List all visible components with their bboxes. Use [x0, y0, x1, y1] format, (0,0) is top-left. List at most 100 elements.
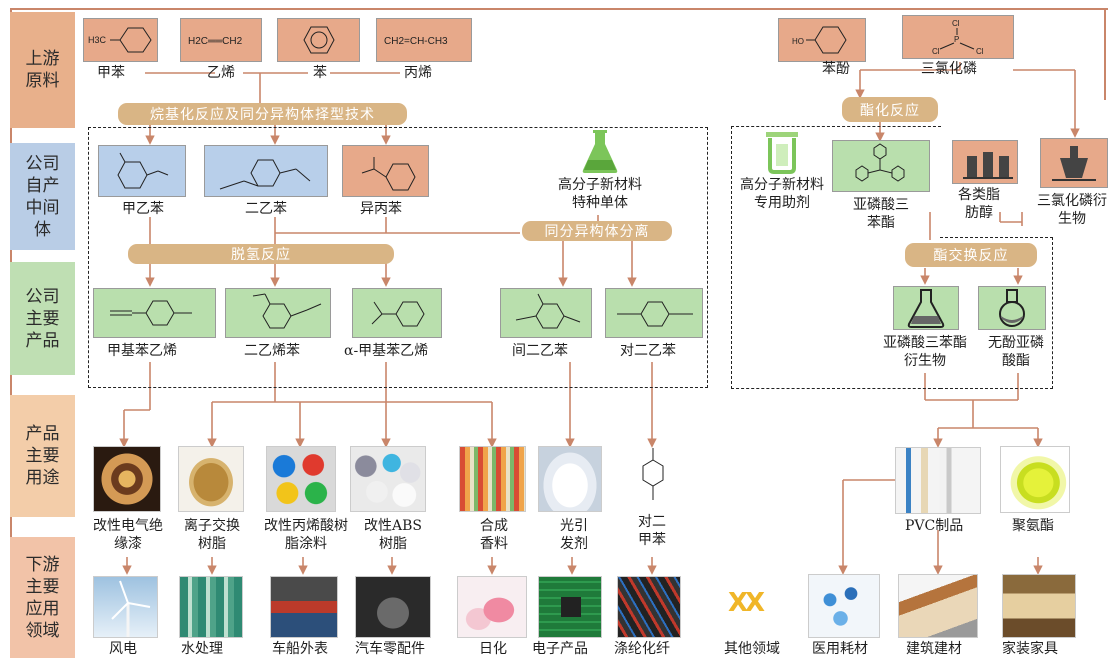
- dvb-structure: [225, 288, 331, 338]
- building-photo: [898, 574, 978, 638]
- tpp-derivatives-label: 亚磷酸三苯酯衍生物: [883, 335, 967, 369]
- stage-intermediate: 公司自产中间体: [10, 143, 75, 250]
- top-border: [10, 8, 1108, 10]
- ethyltoluene-label: 甲乙苯: [122, 201, 164, 217]
- furniture-photo: [1002, 574, 1076, 638]
- benzene-structure: [277, 18, 360, 62]
- beaker-icon: [764, 130, 800, 174]
- stage-upstream-label: 上游原料: [25, 49, 60, 91]
- tpp-label: 亚磷酸三苯酯: [853, 197, 909, 231]
- propylene-formula: CH2=CH-CH3: [384, 36, 448, 47]
- stage-uses-label: 产品主要用途: [25, 424, 60, 488]
- pcl3-p: P: [954, 35, 959, 44]
- insulating-paint-label: 改性电气绝缘漆: [93, 518, 163, 552]
- stage-downstream: 下游主要应用领域: [10, 537, 75, 658]
- stage-products: 公司主要产品: [10, 262, 75, 375]
- cumene-structure: [342, 145, 429, 197]
- photoinitiator-photo: [538, 446, 602, 512]
- ams-structure: [352, 288, 442, 338]
- propylene-label: 丙烯: [404, 65, 432, 81]
- building-label: 建筑建材: [906, 641, 962, 657]
- benzene-label: 苯: [313, 65, 327, 81]
- ship-label: 车船外表: [272, 641, 328, 657]
- pdeb-structure: [605, 288, 703, 338]
- dvb-label: 二乙烯苯: [244, 343, 300, 359]
- stage-products-label: 公司主要产品: [25, 286, 60, 351]
- acrylic-coating-label: 改性丙烯酸树脂涂料: [264, 518, 348, 552]
- company-boundary-right-ext: [940, 237, 1053, 389]
- ethyltoluene-structure: [98, 145, 186, 197]
- wind-photo: [93, 576, 158, 638]
- cumene-label: 异丙苯: [360, 201, 402, 217]
- stage-downstream-label: 下游主要应用领域: [25, 554, 60, 641]
- auto-label: 汽车零配件: [355, 641, 425, 657]
- abs-photo: [350, 446, 426, 512]
- auto-photo: [355, 576, 431, 638]
- phenol-structure: HO: [778, 18, 866, 62]
- wind-label: 风电: [109, 641, 137, 657]
- right-border: [1104, 8, 1106, 100]
- transesterification-label: 酯交换反应: [933, 248, 1009, 264]
- phenol-free-label: 无酚亚磷酸酯: [988, 335, 1044, 369]
- esterification-label: 酯化反应: [860, 102, 920, 119]
- fragrance-photo: [459, 446, 526, 512]
- pcl3-cl-right: Cl: [976, 47, 984, 56]
- photoinitiator-label: 光引发剂: [560, 518, 588, 552]
- pu-photo: [1000, 446, 1070, 513]
- fragrance-label: 合成香料: [480, 518, 508, 552]
- pvc-label: PVC制品: [905, 518, 964, 534]
- fiber-photo: [617, 576, 681, 638]
- mdeb-structure: [500, 288, 592, 338]
- furniture-label: 家装家具: [1002, 641, 1058, 657]
- pu-label: 聚氨酯: [1012, 518, 1054, 534]
- fatty-alcohol-structure: [952, 140, 1018, 184]
- pcl3-derivatives-label: 三氯化磷衍生物: [1037, 193, 1107, 227]
- other-label: 其他领域: [724, 641, 780, 657]
- polymer-monomer-label: 高分子新材料特种单体: [558, 177, 642, 211]
- electronics-label: 电子产品: [532, 641, 588, 657]
- ethylene-structure: H2C══CH2: [180, 18, 262, 62]
- pcl3-cl-left: Cl: [932, 47, 940, 56]
- ion-resin-photo: [178, 446, 244, 512]
- toluene-label: 甲苯: [97, 65, 125, 81]
- isomer-separation-process: 同分异构体分离: [522, 221, 672, 241]
- dehydrogenation-process: 脱氢反应: [128, 244, 394, 264]
- tpp-derivative-structure: [893, 286, 959, 330]
- electronics-photo: [538, 576, 602, 638]
- methylstyrene-structure: [93, 288, 216, 338]
- alkylation-process: 烷基化反应及同分异构体择型技术: [118, 103, 407, 125]
- propylene-structure: CH2=CH-CH3: [376, 18, 472, 62]
- mdeb-label: 间二乙苯: [512, 343, 568, 359]
- pvc-photo: [895, 447, 981, 514]
- company-boundary-right: [731, 126, 941, 389]
- chip-icon: [561, 597, 581, 617]
- ship-photo: [270, 576, 338, 638]
- pcl3-structure: Cl P Cl Cl: [902, 15, 1014, 59]
- polymer-additive-label: 高分子新材料专用助剂: [740, 177, 824, 211]
- stage-uses: 产品主要用途: [10, 395, 75, 517]
- ethylene-label: 乙烯: [207, 65, 235, 81]
- pcl3-cl-top: Cl: [952, 19, 960, 28]
- pcl3-label: 三氯化磷: [921, 61, 977, 77]
- diethylbenzene-structure: [204, 145, 328, 197]
- diethylbenzene-label: 二乙苯: [245, 201, 287, 217]
- ethylene-formula: H2C══CH2: [188, 36, 243, 47]
- stage-intermediate-label: 公司自产中间体: [25, 153, 60, 240]
- ams-label: α-甲基苯乙烯: [344, 343, 429, 359]
- fatty-alcohols-label: 各类脂肪醇: [958, 187, 1000, 221]
- phenol-free-structure: [978, 286, 1046, 330]
- isomer-separation-label: 同分异构体分离: [544, 224, 650, 240]
- toluene-structure: H3C: [83, 18, 158, 62]
- pdeb-label: 对二乙苯: [620, 343, 676, 359]
- insulating-paint-photo: [93, 446, 161, 512]
- medical-photo: [808, 574, 880, 638]
- daily-label: 日化: [479, 641, 507, 657]
- medical-label: 医用耗材: [812, 641, 868, 657]
- pcl3-derivative-structure: [1040, 138, 1108, 188]
- stage-upstream: 上游原料: [10, 12, 75, 128]
- fiber-label: 涤纶化纤: [614, 641, 670, 657]
- methylstyrene-label: 甲基苯乙烯: [107, 343, 177, 359]
- xx-mark: XX: [728, 588, 765, 618]
- water-label: 水处理: [181, 641, 223, 657]
- alkylation-label: 烷基化反应及同分异构体择型技术: [150, 107, 375, 123]
